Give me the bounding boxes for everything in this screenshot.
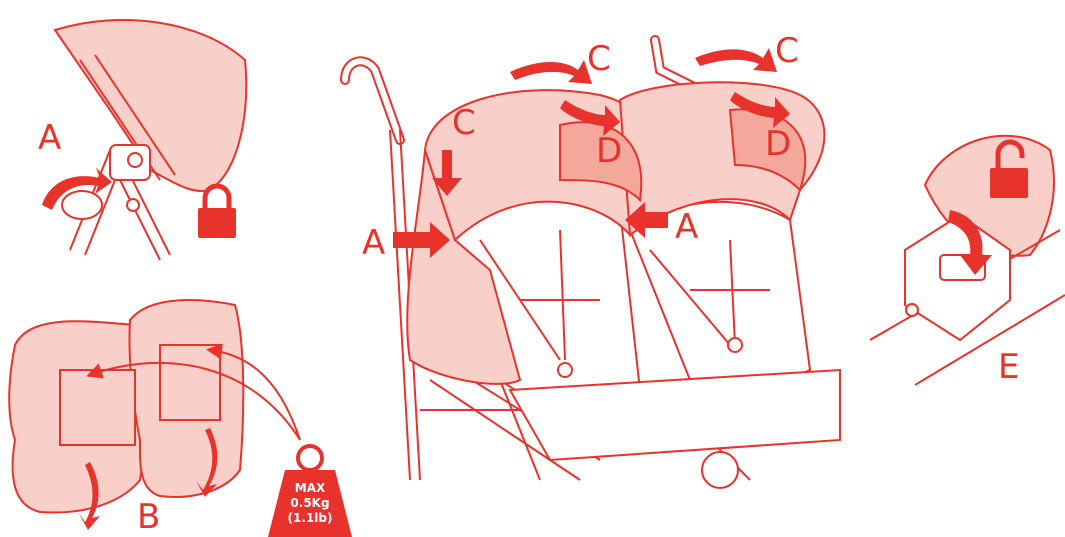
panel-twin-stroller — [345, 40, 840, 488]
label-a-hinge: A — [38, 121, 61, 155]
label-c-top-right: C — [775, 34, 799, 68]
pocket-left — [60, 370, 135, 445]
weight-badge-line1: MAX — [280, 481, 340, 495]
weight-badge-line3: (1.1lb) — [280, 511, 340, 525]
label-b-pockets: B — [137, 500, 160, 534]
label-d-right: D — [765, 127, 791, 161]
latch-screw — [906, 304, 918, 316]
panel-unlock — [870, 136, 1065, 385]
buckle-left — [558, 363, 572, 377]
seat-right — [630, 202, 810, 400]
hinge-pivot — [128, 153, 142, 167]
label-c-canopy: C — [452, 106, 476, 140]
label-a-right: A — [675, 210, 698, 244]
arrow-c-top-right — [695, 48, 777, 72]
label-c-top-left: C — [587, 42, 611, 76]
hinge-screw — [127, 199, 139, 211]
hinge-knob — [62, 191, 102, 219]
handle-left — [345, 61, 400, 140]
panel-hinge-lock — [42, 20, 246, 260]
weight-badge-line2: 0.5Kg — [280, 496, 340, 510]
label-d-left: D — [596, 134, 622, 168]
buckle-right — [728, 338, 742, 352]
pocket-right — [160, 345, 220, 420]
label-e-unlock: E — [998, 350, 1019, 384]
wheel — [702, 452, 738, 488]
lock-closed-icon — [198, 186, 236, 238]
label-a-left: A — [362, 226, 385, 260]
arrow-c-top-left — [510, 60, 592, 84]
